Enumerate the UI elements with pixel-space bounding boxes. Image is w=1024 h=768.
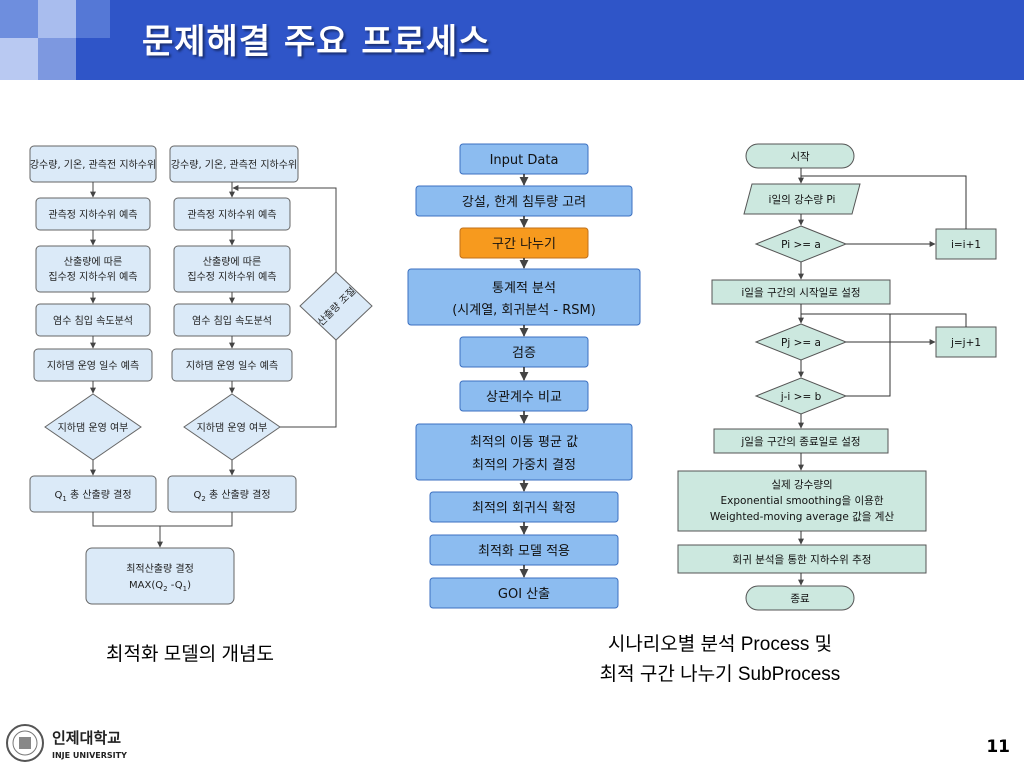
flow-box-label: MAX(Q2 -Q1)	[129, 580, 191, 593]
process-step-label: (시계열, 회귀분석 - RSM)	[452, 303, 596, 318]
flow-box	[711, 279, 891, 305]
process-step-label: 구간 나누기	[492, 237, 556, 252]
flow-box-label: 관측정 지하수위 예측	[187, 208, 276, 221]
flow-box-label: 산출량에 따른	[64, 256, 122, 268]
flow-box	[169, 145, 299, 183]
right-caption-line2: 최적 구간 나누기 SubProcess	[599, 664, 841, 685]
flow-box	[677, 544, 927, 574]
decision-label: j-i >= b	[780, 391, 822, 403]
process-step-label: 최적의 이동 평균 값	[470, 435, 578, 450]
flow-box-label: 지하댐 운영 일수 예측	[186, 359, 278, 372]
process-step-label: 강설, 한계 침투량 고려	[462, 195, 586, 210]
flow-box-label: 산출량에 따른	[203, 256, 261, 268]
process-step-label: 최적의 가중치 결정	[472, 458, 576, 473]
decision-label: Pi >= a	[781, 239, 821, 251]
flow-box-label: 염수 침입 속도분석	[53, 314, 133, 327]
process-step-label: 상관계수 비교	[486, 390, 562, 405]
flow-box	[677, 470, 927, 532]
header-decor-square	[38, 0, 76, 38]
flow-box-label: 염수 침입 속도분석	[192, 314, 272, 327]
right-caption-line1: 시나리오별 분석 Process 및	[607, 634, 833, 655]
flow-label: 종료	[790, 593, 810, 605]
header-decor-square	[0, 0, 38, 38]
flow-label: 시작	[790, 151, 810, 163]
flow-box-label: 강수량, 기온, 관측전 지하수위	[30, 158, 156, 171]
flow-label: 회귀 분석을 통한 지하수위 추정	[733, 553, 872, 566]
flow-label: 실제 강수량의	[771, 479, 832, 491]
flow-box-label: Q2 총 산출량 결정	[193, 489, 270, 503]
process-step-label: 검증	[512, 346, 536, 361]
process-step-label: 최적화 모델 적용	[478, 544, 570, 559]
flow-label: i=i+1	[951, 239, 981, 251]
left-caption: 최적화 모델의 개념도	[106, 644, 274, 665]
university-logo: 인제대학교 INJE UNIVERSITY	[4, 722, 154, 764]
process-step-label: Input Data	[490, 153, 559, 168]
flow-label: j일을 구간의 종료일로 설정	[740, 435, 860, 448]
flow-box-label: 관측정 지하수위 예측	[48, 208, 137, 221]
process-step	[429, 577, 619, 609]
flow-label: i일의 강수량 Pi	[769, 193, 836, 206]
process-step-label: GOI 산출	[498, 587, 550, 602]
flow-box	[713, 428, 889, 454]
flow-box-label: Q1 총 산출량 결정	[54, 489, 131, 503]
slide-title: 문제해결 주요 프로세스	[142, 22, 491, 62]
decision-label: 지하댐 운영 여부	[58, 421, 129, 434]
decision-label: Pj >= a	[781, 337, 821, 349]
flow-box	[173, 245, 291, 293]
logo-name-ko: 인제대학교	[52, 729, 121, 747]
flow-label: j=j+1	[950, 337, 981, 349]
terminal-end	[745, 585, 855, 611]
flow-box-label: 강수량, 기온, 관측전 지하수위	[171, 158, 297, 171]
flow-label: Weighted-moving average 값을 계산	[710, 511, 895, 523]
header-decor-square	[0, 38, 38, 80]
flow-box	[85, 547, 235, 605]
logo-emblem-icon: 인제대학교 INJE UNIVERSITY	[6, 724, 127, 762]
flow-label: i일을 구간의 시작일로 설정	[741, 286, 860, 299]
terminal-start	[745, 143, 855, 169]
decision-label: 지하댐 운영 여부	[197, 421, 268, 434]
flow-box	[35, 245, 151, 293]
flow-box-label: 지하댐 운영 일수 예측	[47, 359, 139, 372]
header-decor-square	[76, 0, 110, 38]
flow-box-label: 최적산출량 결정	[126, 563, 194, 575]
flow-box	[935, 326, 997, 358]
slide-header: 문제해결 주요 프로세스	[0, 0, 1024, 80]
input-parallelogram	[743, 183, 861, 215]
process-step-label: 최적의 회귀식 확정	[472, 501, 576, 516]
flow-box	[935, 228, 997, 260]
page-number: 11	[986, 737, 1010, 757]
flow-box-label: 집수정 지하수위 예측	[187, 270, 276, 283]
process-step-label: 통계적 분석	[492, 281, 556, 296]
flow-box-label: 집수정 지하수위 예측	[48, 270, 137, 283]
logo-name-en: INJE UNIVERSITY	[52, 751, 127, 760]
header-decor-square	[38, 38, 76, 80]
right-caption: 시나리오별 분석 Process 및 최적 구간 나누기 SubProcess	[560, 630, 880, 690]
flow-label: Exponential smoothing을 이용한	[721, 495, 884, 507]
